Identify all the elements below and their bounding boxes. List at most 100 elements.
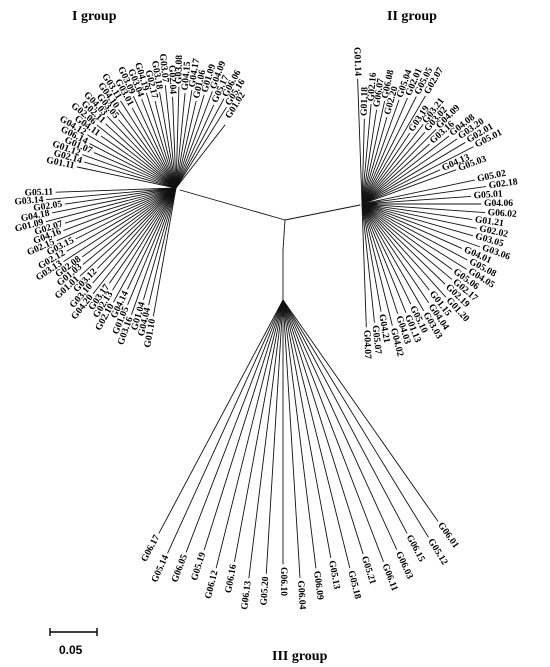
g1-left-leaf-branch — [143, 187, 177, 300]
g1-left-leaf-branch — [64, 187, 177, 224]
g1-left-leaf-branch — [92, 187, 177, 284]
g3-leaf-label: G06.05 — [169, 553, 190, 584]
g2-right-leaf-branch — [361, 203, 424, 311]
g1-left-leaf-branch — [45, 187, 177, 222]
g1-left-leaf-branch — [113, 187, 177, 303]
backbone-branch-ii — [284, 204, 361, 221]
g1-left-leaf-branch — [82, 187, 177, 258]
g3-leaf-label: G05.18 — [345, 569, 363, 600]
g2-top-leaf-branch — [361, 103, 372, 205]
g1-left-leaf-label: G01.10 — [142, 318, 158, 349]
backbone-branch-i — [179, 189, 286, 221]
g3-leaf-label: G06.12 — [203, 569, 221, 600]
g2-right-leaf-branch — [361, 203, 429, 304]
g1-left-leaf-branch — [127, 187, 177, 290]
g2-top-leaf-branch — [361, 100, 385, 205]
g3-leaf-label: G05.20 — [259, 576, 272, 606]
g2-right-leaf-label: G01.21 — [474, 214, 504, 229]
g3-leaf-branch — [282, 299, 384, 562]
g1-top-leaf-branch — [146, 93, 177, 189]
g1-top-leaf-branch — [96, 124, 177, 189]
g1-top-leaf-branch — [175, 100, 197, 189]
g1-top-leaf-branch — [76, 166, 177, 189]
g1-left-leaf-branch — [56, 187, 177, 241]
g2-top-leaf-branch — [361, 138, 458, 205]
g2-top-leaf-branch — [361, 133, 410, 205]
g2-top-leaf-branch — [361, 146, 474, 205]
g3-leaf-branch — [265, 299, 284, 574]
g2-right-leaf-branch — [361, 203, 412, 305]
g2-right-leaf-branch — [361, 203, 463, 249]
g2-right-leaf-label: G04.07 — [361, 330, 373, 360]
g1-left-leaf-branch — [63, 187, 177, 262]
g3-leaf-label: G06.13 — [239, 580, 253, 610]
g3-leaf-label: G06.03 — [393, 550, 415, 581]
g1-top-leaf-branch — [118, 109, 177, 189]
g1-left-leaf-branch — [66, 187, 177, 252]
g3-leaf-branch — [215, 299, 284, 569]
g1-left-leaf-branch — [112, 187, 177, 291]
g2-top-leaf-branch — [361, 169, 457, 205]
g2-top-leaf-label: G01.18 — [359, 87, 371, 117]
g2-right-leaf-branch — [361, 203, 473, 220]
g1-left-leaf-branch — [79, 187, 177, 277]
g2-right-leaf-branch — [361, 203, 453, 270]
g1-top-leaf-branch — [131, 107, 177, 189]
g2-right-leaf-branch — [361, 179, 475, 205]
g3-leaf-label: G06.11 — [380, 562, 401, 593]
g2-right-leaf-branch — [361, 203, 453, 280]
g2-right-leaf-branch — [361, 203, 398, 314]
g1-left-leaf-branch — [127, 187, 177, 305]
g2-right-leaf-label: G04.06 — [484, 198, 513, 209]
g1-top-leaf-branch — [175, 106, 227, 189]
backbone-branch-iii — [282, 219, 286, 251]
g1-left-leaf-label: G02.05 — [33, 199, 64, 214]
g1-top-leaf-branch — [175, 98, 225, 189]
g3-leaf-label: G05.13 — [326, 560, 342, 591]
g3-leaf-branch — [167, 299, 284, 554]
g1-top-leaf-branch — [118, 119, 177, 189]
g2-top-leaf-branch — [361, 96, 417, 205]
g3-leaf-branch — [158, 299, 284, 534]
g1-top-leaf-branch — [84, 161, 177, 189]
g2-right-leaf-label: G04.21 — [376, 313, 392, 344]
g2-right-leaf-branch — [361, 203, 473, 237]
g2-top-leaf-label: G01.14 — [351, 47, 363, 77]
g1-top-leaf-branch — [175, 104, 215, 189]
g2-right-leaf-branch — [361, 195, 472, 205]
g2-right-leaf-branch — [361, 203, 446, 285]
g2-right-leaf-branch — [361, 203, 480, 248]
g1-left-leaf-label: G03.14 — [14, 194, 44, 208]
g1-left-leaf-branch — [75, 187, 177, 240]
g1-left-leaf-branch — [63, 187, 177, 231]
scale-bar-label: 0.05 — [59, 643, 83, 657]
g2-right-leaf-branch — [361, 203, 407, 313]
g1-top-leaf-branch — [175, 86, 180, 189]
g2-top-leaf-branch — [361, 109, 377, 205]
g2-top-leaf-branch — [357, 78, 363, 205]
g2-top-leaf-branch — [361, 124, 424, 205]
g2-top-leaf-branch — [361, 135, 450, 205]
g1-top-leaf-branch — [133, 95, 177, 189]
g2-right-leaf-branch — [361, 203, 477, 229]
g3-leaf-label: G05.14 — [149, 553, 171, 584]
g1-top-leaf-branch — [175, 89, 193, 189]
g2-right-leaf-label: G02.18 — [488, 176, 518, 191]
g1-top-leaf-label: G03.07 — [157, 53, 171, 83]
g1-left-leaf-branch — [148, 187, 177, 306]
tree-branches — [45, 78, 487, 579]
g3-leaf-branch — [248, 299, 284, 579]
g1-top-leaf-label: G04.15 — [180, 61, 194, 91]
g1-top-leaf-branch — [159, 91, 177, 189]
g3-leaf-label: G06.10 — [278, 567, 289, 596]
g2-top-leaf-label: G06.07 — [371, 77, 386, 108]
g3-leaf-branch — [282, 299, 332, 559]
g1-top-leaf-branch — [93, 152, 177, 189]
g1-left-leaf-branch — [152, 187, 177, 317]
g1-left-leaf-branch — [109, 187, 177, 284]
g2-right-leaf-label: G05.07 — [370, 325, 384, 355]
scale-bar: 0.05 — [49, 628, 98, 657]
g1-top-leaf-branch — [154, 101, 177, 189]
g3-leaf-branch — [282, 299, 398, 550]
